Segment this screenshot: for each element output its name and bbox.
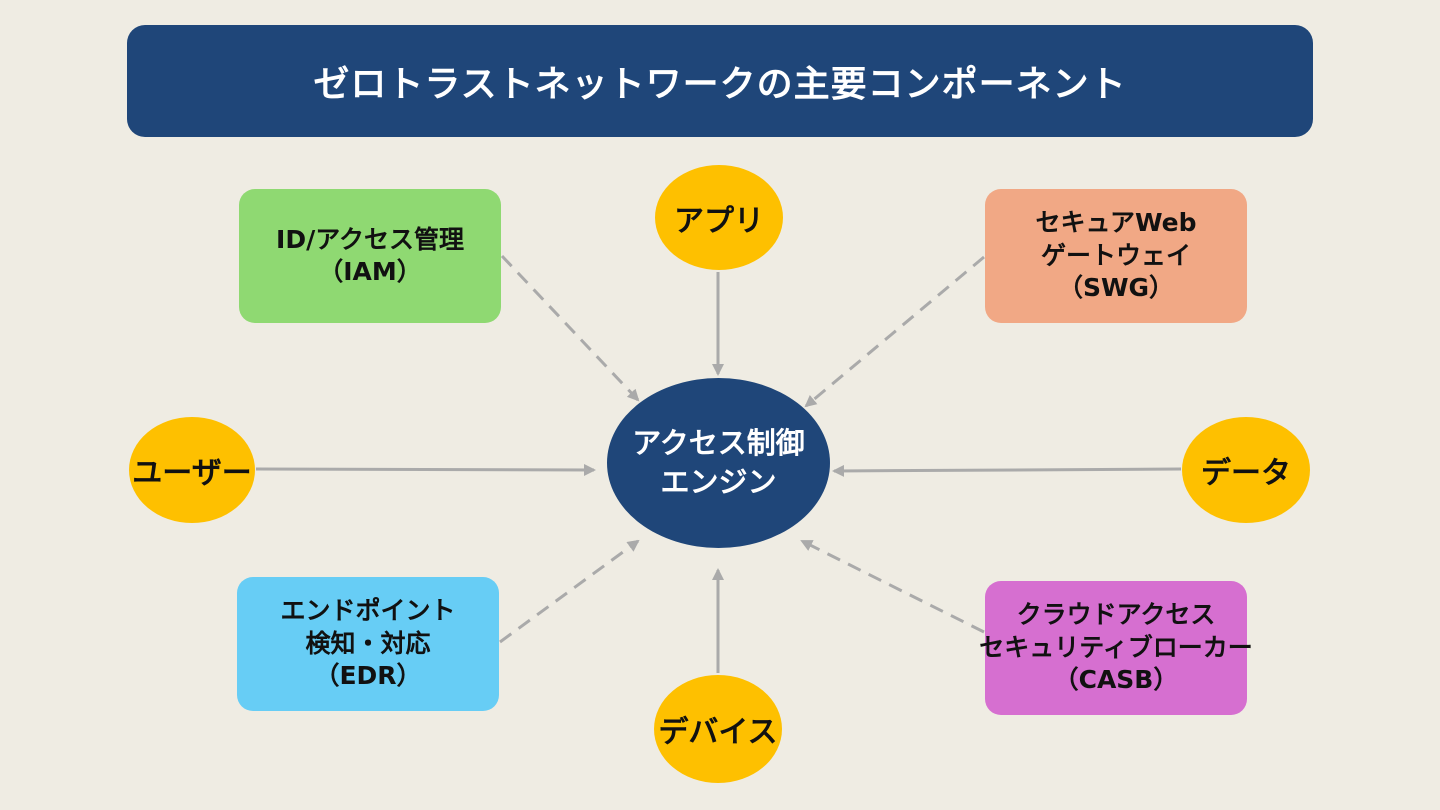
center-label-line1: アクセス制御 <box>632 425 805 460</box>
diagram-title: ゼロトラストネットワークの主要コンポーネント <box>127 25 1313 137</box>
edr-box: エンドポイント 検知・対応 （EDR） <box>237 577 499 711</box>
iam-label-line2: （IAM） <box>318 257 422 286</box>
user-label: ユーザー <box>132 456 252 491</box>
edr-label-line3: （EDR） <box>314 661 422 691</box>
arrow-swg-to-center <box>804 255 985 408</box>
arrow-edr-to-center <box>499 539 640 644</box>
access-control-engine-node: アクセス制御 エンジン <box>607 378 830 548</box>
swg-label-line3: （SWG） <box>1057 273 1175 303</box>
swg-label-line2: ゲートウェイ <box>1040 240 1191 270</box>
arrow-data-to-center <box>832 464 1182 477</box>
device-label: デバイス <box>658 715 778 750</box>
casb-label-line2: セキュリティブローカー <box>979 632 1253 662</box>
iam-label-line1: ID/アクセス管理 <box>276 224 464 254</box>
center-label-line2: エンジン <box>660 465 777 499</box>
app-label: アプリ <box>674 203 764 239</box>
swg-label-line1: セキュアWeb <box>1035 208 1197 238</box>
edr-label-line2: 検知・対応 <box>305 628 431 658</box>
arrow-casb-to-center <box>800 539 985 634</box>
data-node: データ <box>1182 417 1310 523</box>
data-label: データ <box>1201 456 1291 491</box>
arrow-iam-to-center <box>500 254 640 402</box>
arrow-user-to-center <box>255 463 596 476</box>
edr-label-line1: エンドポイント <box>280 596 456 626</box>
casb-label-line3: （CASB） <box>1053 665 1179 695</box>
swg-box: セキュアWeb ゲートウェイ （SWG） <box>985 189 1247 323</box>
user-node: ユーザー <box>129 417 255 523</box>
app-node: アプリ <box>655 165 783 270</box>
casb-box: クラウドアクセス セキュリティブローカー （CASB） <box>979 581 1253 715</box>
casb-label-line1: クラウドアクセス <box>1016 600 1216 630</box>
iam-box: ID/アクセス管理 （IAM） <box>239 189 501 323</box>
device-node: デバイス <box>654 675 782 783</box>
